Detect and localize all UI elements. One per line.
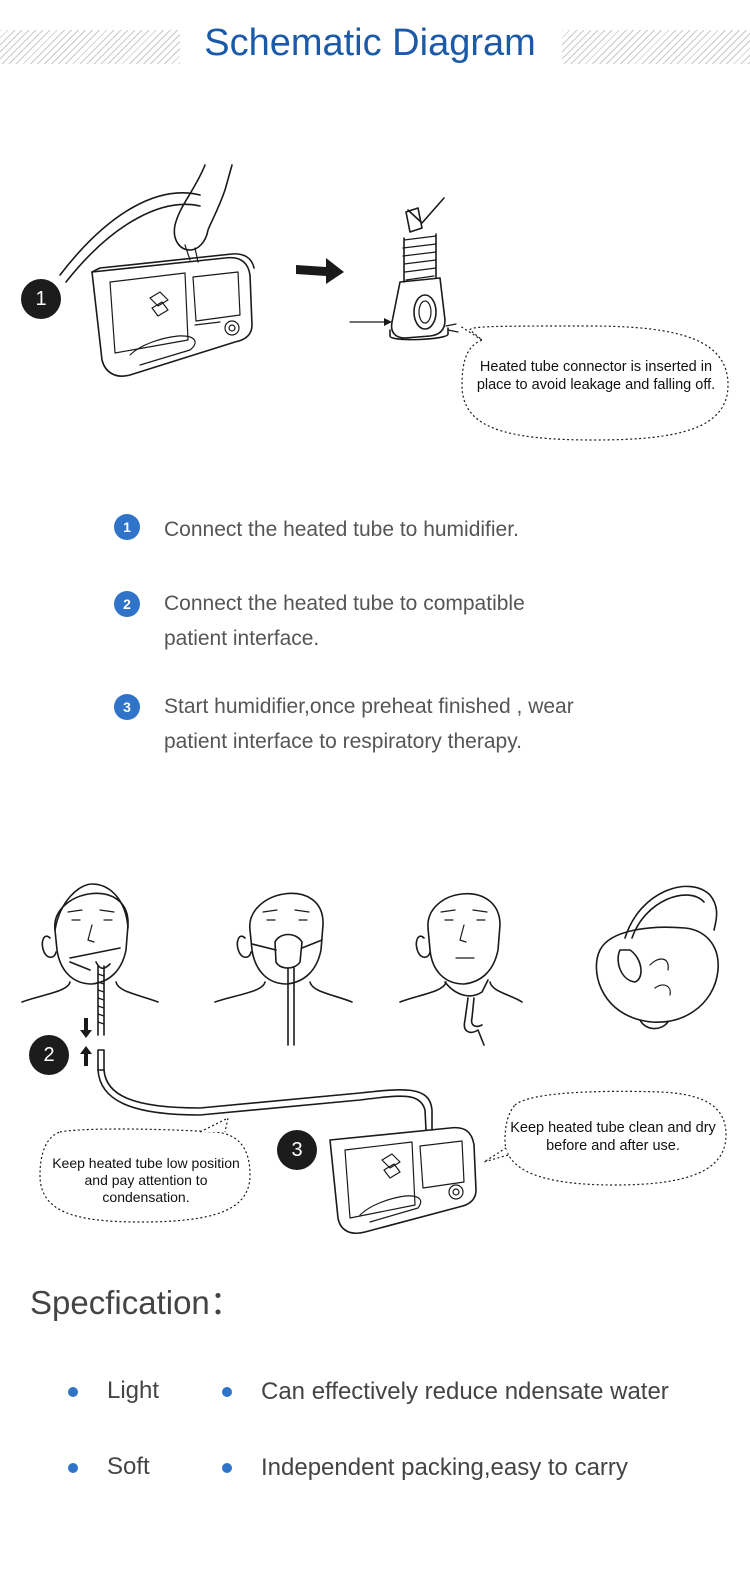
bottom-step-badge-3: 3 — [277, 1130, 317, 1170]
humidifier-device-illustration-bottom — [329, 1126, 477, 1234]
arrow-down-icon — [80, 1018, 92, 1038]
spec-bullet — [222, 1387, 232, 1397]
patient-face-illustration-4 — [595, 885, 719, 1030]
spec-feature-1: Can effectively reduce ndensate water — [261, 1378, 669, 1405]
step-text: Connect the heated tube to humidifier. — [164, 518, 519, 541]
arrow-up-icon — [80, 1046, 92, 1066]
humidifier-device-illustration — [91, 253, 255, 377]
heated-tube-illustration — [97, 1069, 427, 1131]
step-item-1: 1 Connect the heated tube to humidifier. — [114, 512, 634, 552]
callout-top-text: Heated tube connector is inserted in pla… — [476, 359, 716, 393]
top-illustration — [59, 164, 729, 441]
header-hatch-left — [0, 30, 180, 64]
step-number-badge: 2 — [114, 591, 140, 617]
spec-label-soft: Soft — [107, 1453, 150, 1480]
specification-title: Specfication： — [30, 1284, 243, 1321]
spec-bullet — [68, 1463, 78, 1473]
arrow-right-icon — [296, 258, 344, 284]
top-step-badge: 1 — [21, 279, 61, 319]
step-number-badge: 1 — [114, 514, 140, 540]
callout-bubble-left — [39, 1116, 251, 1223]
bottom-step-badge-2: 2 — [29, 1035, 69, 1075]
step-text: Start humidifier,once preheat finished ,… — [164, 695, 574, 753]
spec-label-light: Light — [107, 1377, 160, 1404]
step-item-3: 3 Start humidifier,once preheat finished… — [114, 689, 634, 799]
header-hatch-right — [562, 30, 750, 64]
callout-bubble-top — [459, 325, 729, 441]
patient-face-illustration-2 — [214, 892, 353, 1046]
step-item-2: 2 Connect the heated tube to compatible … — [114, 586, 634, 658]
step-text: Connect the heated tube to compatible pa… — [164, 592, 525, 650]
hand-illustration — [173, 164, 233, 263]
step-number-badge: 3 — [114, 694, 140, 720]
spec-feature-2: Independent packing,easy to carry — [261, 1454, 628, 1481]
callout-right-text: Keep heated tube clean and dry before an… — [510, 1120, 716, 1154]
checkmark-icon — [407, 197, 445, 224]
patient-face-illustration-1 — [21, 883, 159, 1071]
callout-left-text: Keep heated tube low position and pay at… — [52, 1155, 240, 1205]
patient-face-illustration-3 — [399, 892, 523, 1046]
spec-bullet — [222, 1463, 232, 1473]
page-title: Schematic Diagram — [204, 22, 536, 64]
bottom-illustration — [21, 883, 727, 1234]
spec-bullet — [68, 1387, 78, 1397]
callout-bubble-right — [483, 1090, 727, 1186]
connector-illustration — [349, 207, 459, 341]
